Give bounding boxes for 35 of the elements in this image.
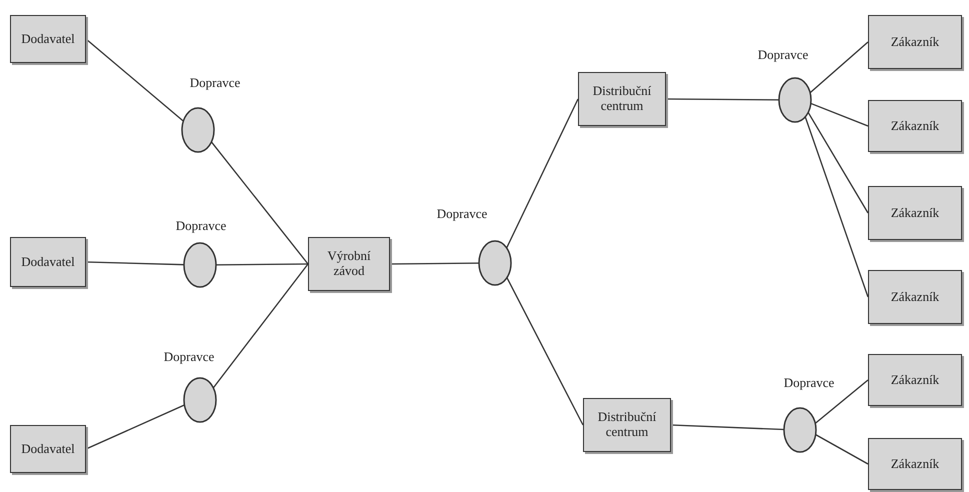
connector-line	[810, 42, 868, 94]
connector-line	[212, 264, 309, 388]
node-label: Dopravce	[190, 75, 240, 91]
connector-line	[506, 98, 579, 248]
process-box: Zákazník	[868, 15, 962, 69]
connector-line	[86, 261, 184, 266]
process-box: Dodavatel	[10, 237, 86, 287]
node-label: Dopravce	[164, 349, 214, 365]
process-box: Distribuční centrum	[578, 72, 666, 126]
connector-line	[804, 116, 869, 298]
node-label: Dopravce	[176, 218, 226, 234]
node-label: Dopravce	[758, 47, 808, 63]
connector-line	[815, 434, 868, 465]
connector-line	[670, 424, 784, 430]
process-box: Zákazník	[868, 354, 962, 406]
node-label: Dopravce	[436, 206, 488, 222]
connector-line	[810, 102, 868, 127]
connector-line	[808, 112, 869, 214]
connector-line	[210, 142, 309, 264]
connector-line	[216, 263, 308, 266]
connector-line	[86, 404, 185, 450]
connector-line	[814, 380, 868, 424]
process-box: Dodavatel	[10, 15, 86, 63]
connector-line	[666, 98, 779, 101]
node-label: Dopravce	[784, 375, 834, 391]
process-box: Distribuční centrum	[583, 398, 671, 452]
process-box: Zákazník	[868, 100, 962, 152]
process-box: Zákazník	[868, 186, 962, 240]
process-box: Zákazník	[868, 438, 962, 490]
process-box: Zákazník	[868, 270, 962, 324]
connector-line	[506, 277, 584, 426]
process-box: Dodavatel	[10, 425, 86, 473]
connector-line	[86, 38, 184, 122]
process-box: Výrobní závod	[308, 237, 390, 291]
connector-line	[390, 262, 479, 265]
